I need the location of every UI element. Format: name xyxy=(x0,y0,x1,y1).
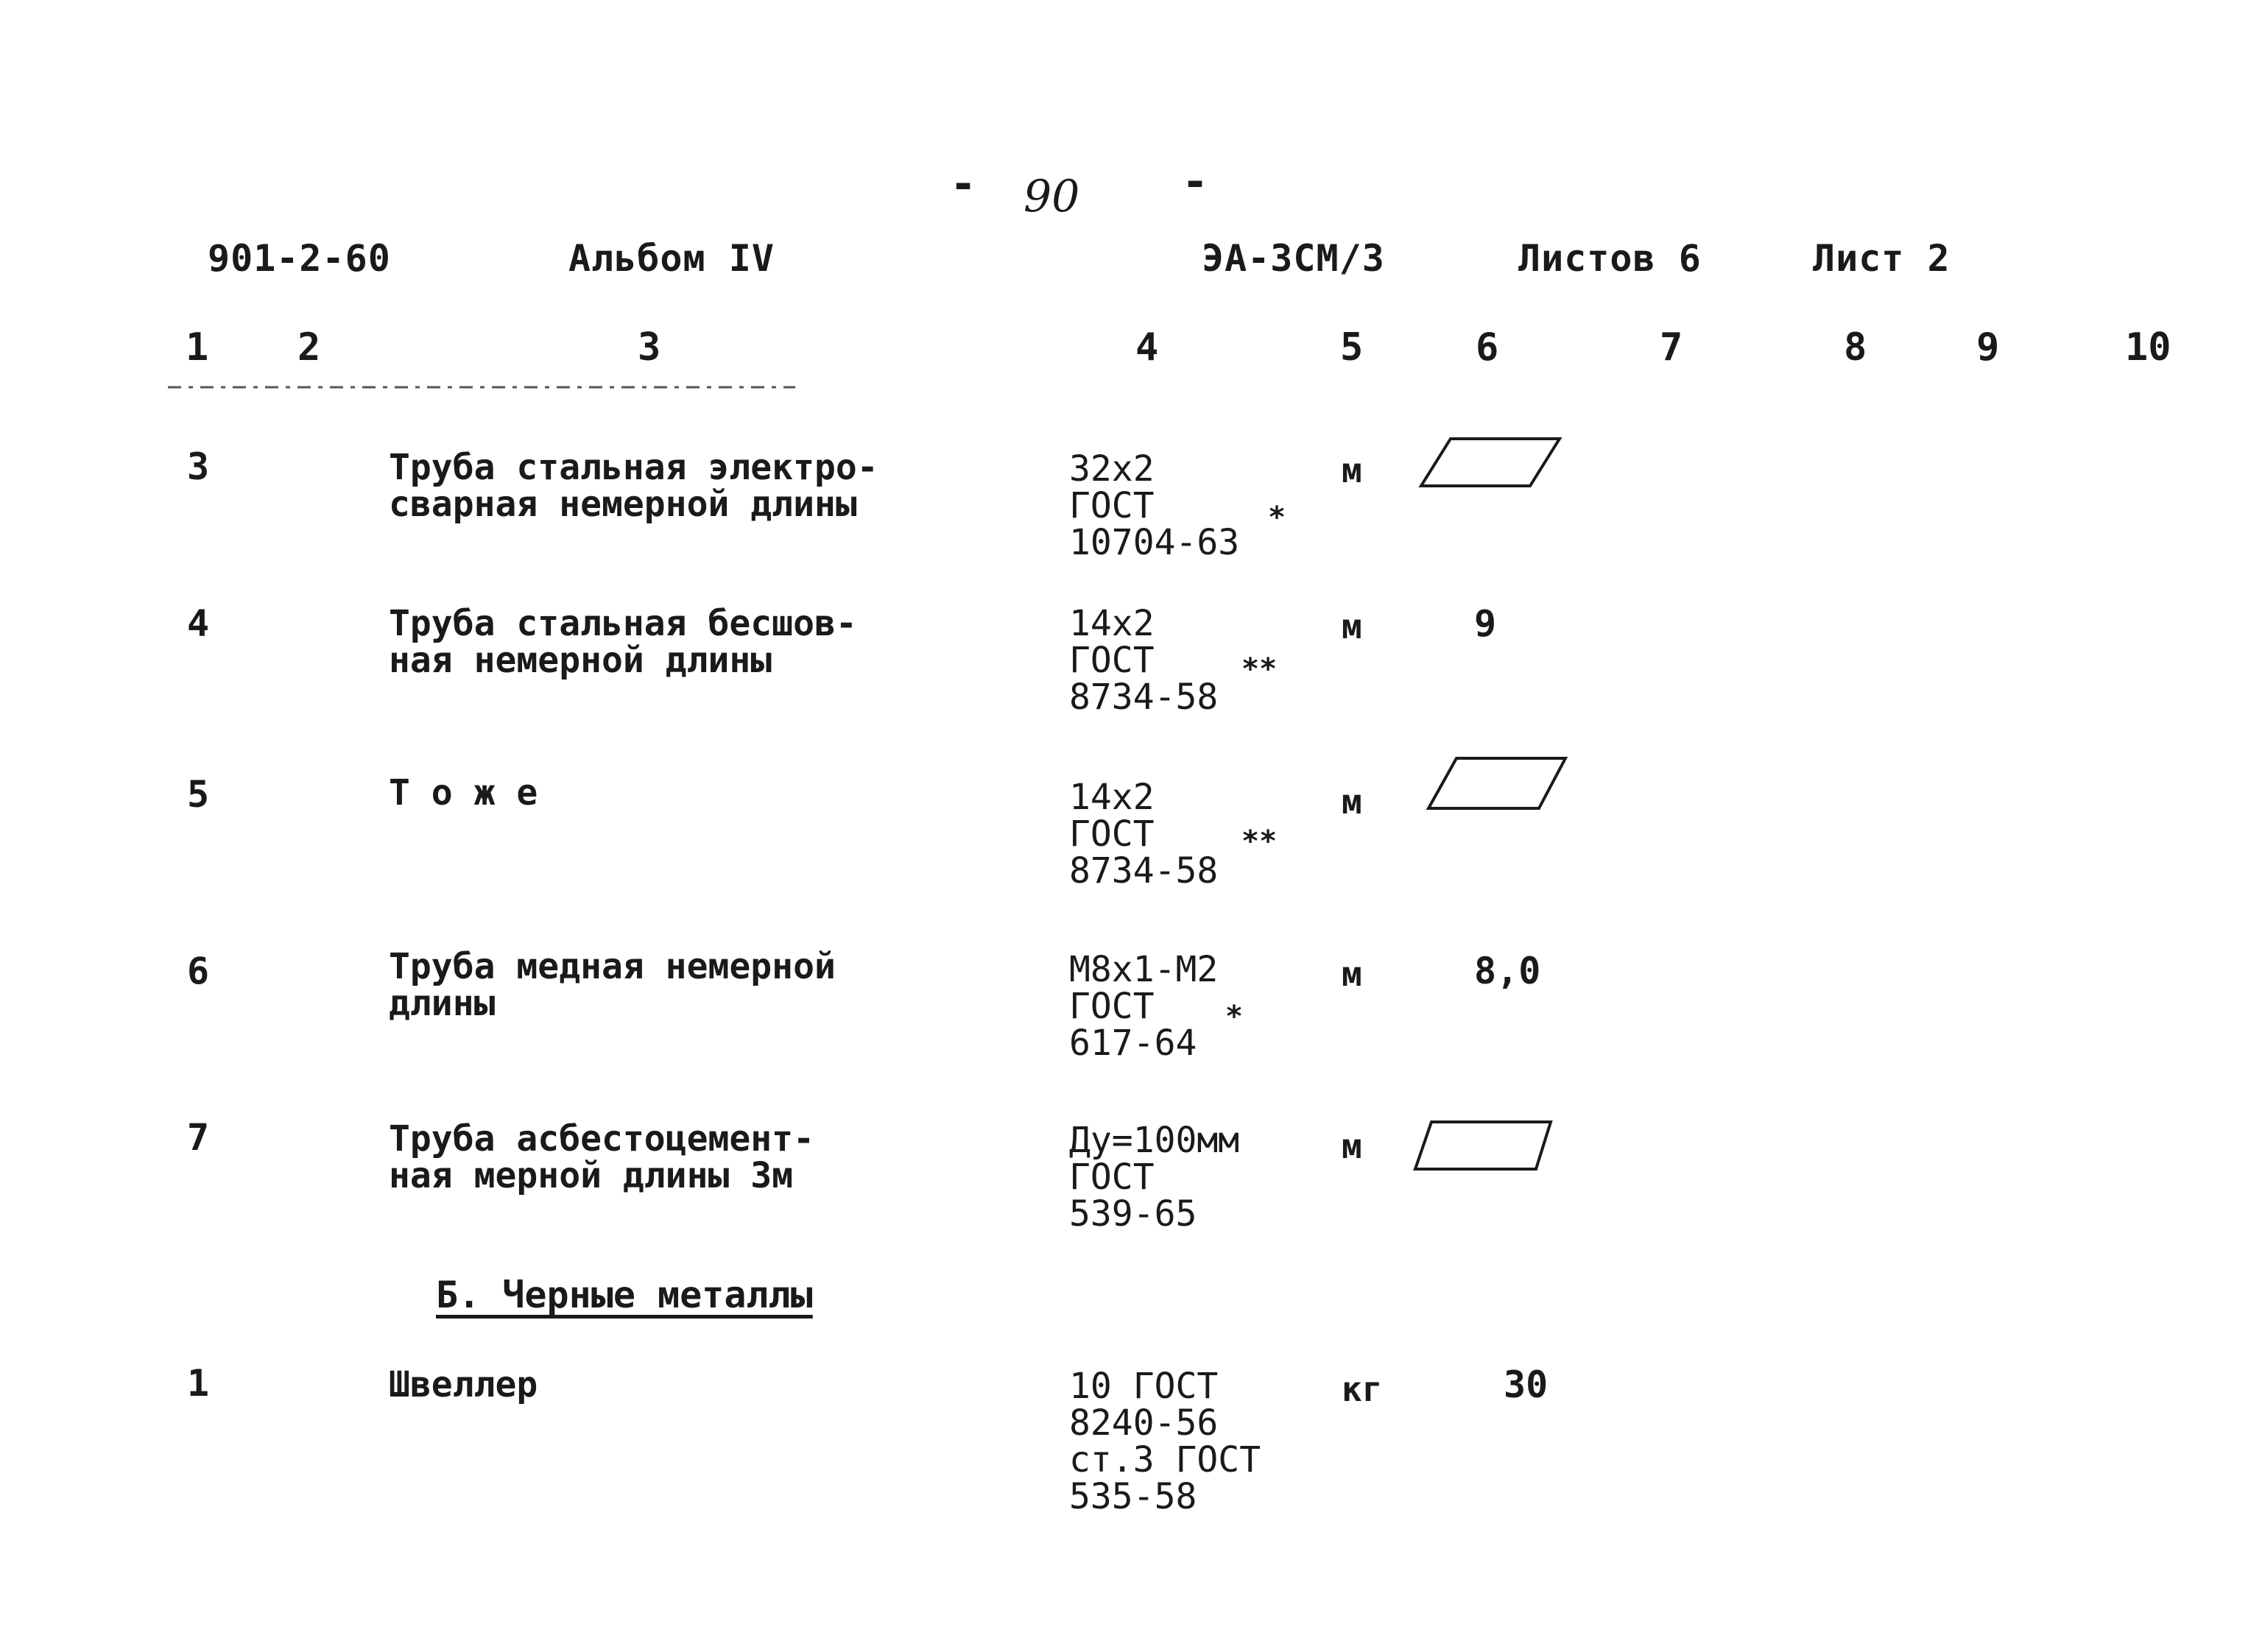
item-spec: Ду=100мм ГОСТ 539-65 xyxy=(1069,1120,1240,1235)
column-number-9: 9 xyxy=(1976,325,2000,370)
unit: м xyxy=(1342,451,1362,490)
row-number: 6 xyxy=(187,950,210,992)
column-number-3: 3 xyxy=(638,325,661,370)
page-number-dash-right: - xyxy=(1182,156,1209,208)
sheet-number: Лист 2 xyxy=(1813,237,1951,280)
column-number-10: 10 xyxy=(2125,325,2171,370)
quantity: 8,0 xyxy=(1474,950,1541,992)
unit: м xyxy=(1342,782,1362,822)
row-number: 7 xyxy=(187,1116,210,1159)
item-spec: 14х2 ГОСТ 8734-58 xyxy=(1069,603,1219,718)
item-spec: 32х2 ГОСТ 10704-63 xyxy=(1069,448,1240,563)
item-name: Швеллер xyxy=(389,1364,538,1405)
quantity: 9 xyxy=(1474,602,1497,645)
item-spec: 10 ГОСТ 8240-56 ст.3 ГОСТ 535-58 xyxy=(1069,1366,1261,1517)
column-number-2: 2 xyxy=(297,325,321,370)
unit: м xyxy=(1342,1126,1362,1166)
row-number: 1 xyxy=(187,1362,210,1405)
row-number: 4 xyxy=(187,602,210,645)
sheets-total: Листов 6 xyxy=(1518,237,1702,280)
page-number-dash-left: - xyxy=(950,158,977,210)
unit: м xyxy=(1342,954,1362,994)
unit: кг xyxy=(1342,1369,1383,1409)
item-name: Труба стальная электро- сварная немерной… xyxy=(389,447,878,525)
footnote-mark: ** xyxy=(1241,652,1278,686)
row-number: 5 xyxy=(187,773,210,816)
column-number-6: 6 xyxy=(1476,325,1499,370)
column-number-7: 7 xyxy=(1660,325,1683,370)
document-code: ЭА-3СМ/3 xyxy=(1202,237,1385,280)
column-number-4: 4 xyxy=(1135,325,1159,370)
empty-quantity-box xyxy=(1413,1120,1553,1171)
item-name: Т о ж е xyxy=(389,772,538,813)
item-name: Труба медная немерной длины xyxy=(389,946,836,1024)
page-number: 90 xyxy=(1023,171,1080,222)
album-label: Альбом IV xyxy=(568,237,775,280)
column-number-1: 1 xyxy=(186,325,209,370)
footnote-mark: ** xyxy=(1241,825,1278,858)
quantity: 30 xyxy=(1504,1363,1548,1406)
column-number-5: 5 xyxy=(1340,325,1364,370)
unit: м xyxy=(1342,607,1362,646)
project-number: 901-2-60 xyxy=(208,237,391,280)
item-spec: 14х2 ГОСТ 8734-58 xyxy=(1069,777,1219,892)
column-number-8: 8 xyxy=(1844,325,1867,370)
footnote-mark: * xyxy=(1225,1000,1244,1034)
empty-quantity-box xyxy=(1418,437,1562,487)
footnote-mark: * xyxy=(1268,501,1286,534)
item-spec: М8х1-М2 ГОСТ 617-64 xyxy=(1069,949,1219,1064)
item-name: Труба асбестоцемент- ная мерной длины 3м xyxy=(389,1118,814,1196)
empty-quantity-box xyxy=(1426,757,1568,810)
item-name: Труба стальная бесшов- ная немерной длин… xyxy=(389,603,857,681)
section-heading: Б. Черные металлы xyxy=(436,1274,813,1316)
row-number: 3 xyxy=(187,445,210,488)
